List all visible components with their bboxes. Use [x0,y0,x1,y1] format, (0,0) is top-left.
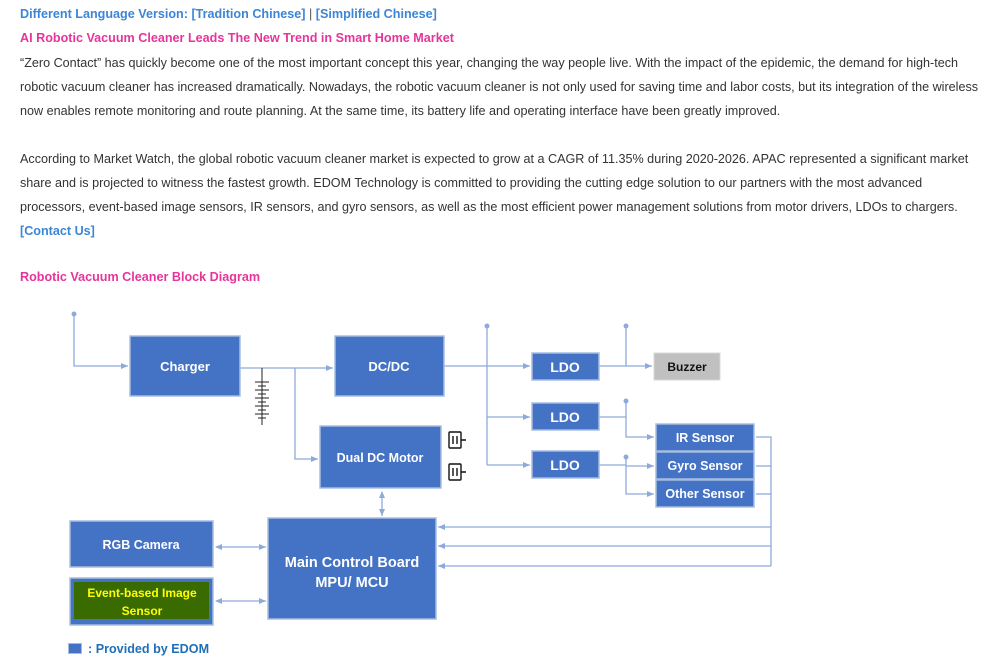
svg-text:Other Sensor: Other Sensor [665,487,744,501]
block-charger: Charger [129,335,241,397]
language-separator: | [305,7,316,21]
svg-text:IR Sensor: IR Sensor [676,431,734,445]
motor-symbols [448,431,466,481]
language-prefix: Different Language Version: [20,7,192,21]
battery-symbol [255,368,269,425]
svg-text:Event-based Image: Event-based Image [87,586,197,600]
simplified-chinese-link[interactable]: [Simplified Chinese] [315,7,437,21]
legend-label: : Provided by EDOM [88,642,210,656]
svg-text:Sensor: Sensor [122,604,163,618]
article-headline: AI Robotic Vacuum Cleaner Leads The New … [20,31,454,45]
article-paragraph-2: According to Market Watch, the global ro… [20,147,985,243]
connector-dots [71,311,629,460]
block-event-image-sensor: Event-based Image Sensor [69,577,214,626]
traditional-chinese-link[interactable]: [Tradition Chinese] [191,7,306,21]
diagram-legend: : Provided by EDOM [68,642,209,656]
diagram-title: Robotic Vacuum Cleaner Block Diagram [20,270,261,284]
svg-text:LDO: LDO [550,359,580,375]
svg-text:LDO: LDO [550,409,580,425]
block-ir-sensor: IR Sensor [655,423,755,452]
svg-text:Charger: Charger [160,359,210,374]
block-other-sensor: Other Sensor [655,479,755,508]
block-ldo-1: LDO [531,352,600,381]
legend-swatch [68,643,82,654]
connector-lines [73,316,772,604]
block-rgb-camera: RGB Camera [69,520,214,568]
block-ldo-3: LDO [531,450,600,479]
block-dcdc: DC/DC [334,335,445,397]
svg-text:Buzzer: Buzzer [667,360,707,374]
block-gyro-sensor: Gyro Sensor [655,451,755,480]
svg-text:DC/DC: DC/DC [368,359,410,374]
paragraph-2-text: According to Market Watch, the global ro… [20,152,969,214]
language-versions: Different Language Version: [Tradition C… [20,7,437,21]
block-dual-dc-motor: Dual DC Motor [319,425,442,489]
svg-text:LDO: LDO [550,457,580,473]
svg-text:RGB Camera: RGB Camera [102,538,180,552]
article-paragraph-1: “Zero Contact” has quickly become one of… [20,56,979,118]
svg-text:Dual DC Motor: Dual DC Motor [337,451,424,465]
contact-us-link[interactable]: [Contact Us] [20,224,95,238]
block-main-control-board: Main Control Board MPU/ MCU [267,517,437,620]
svg-text:MPU/ MCU: MPU/ MCU [315,575,388,591]
svg-text:Gyro Sensor: Gyro Sensor [667,459,742,473]
block-ldo-2: LDO [531,402,600,431]
block-buzzer: Buzzer [653,352,721,381]
svg-text:Main Control Board: Main Control Board [285,555,420,571]
